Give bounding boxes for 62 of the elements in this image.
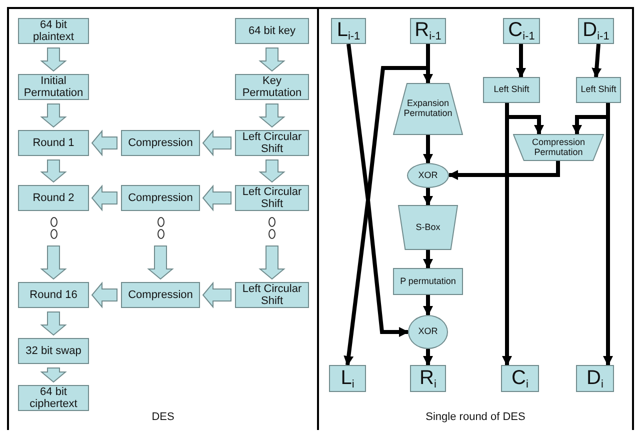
process-box: P permutation	[393, 268, 463, 295]
panel-caption: Single round of DES	[424, 410, 526, 424]
block-arrow	[40, 104, 67, 128]
process-box: Left Circular Shift	[235, 130, 309, 156]
variable-box: C$_{i-1}$	[503, 18, 540, 44]
block-arrow	[258, 246, 286, 280]
process-box: 64 bit plaintext	[18, 18, 89, 44]
block-arrow	[91, 130, 118, 156]
variable-box: R$_{i-1}$	[410, 18, 446, 44]
arrow	[423, 135, 433, 164]
arrow	[423, 295, 433, 316]
arrow	[423, 250, 433, 269]
arrow	[502, 103, 512, 366]
arrow	[423, 188, 433, 206]
trapezoid-block: Expansion Permutation	[393, 83, 463, 135]
process-box: Compression	[121, 282, 200, 308]
arrow	[592, 44, 602, 78]
block-arrow	[258, 104, 286, 128]
process-box: Left Shift	[576, 77, 621, 103]
block-arrow	[40, 48, 67, 72]
arrow	[603, 103, 613, 366]
panel-caption: DES	[150, 410, 176, 424]
xor-circle: XOR	[408, 315, 448, 349]
block-arrow	[258, 48, 286, 72]
arrow	[423, 349, 433, 366]
process-box: 64 bit ciphertext	[18, 385, 89, 411]
block-arrow	[147, 246, 174, 280]
variable-box: R$_{i}$	[410, 365, 446, 392]
trapezoid-block: Compression Permutation	[513, 134, 604, 161]
block-arrow	[40, 246, 67, 280]
process-box: Compression	[121, 130, 200, 156]
process-box: Round 1	[18, 130, 89, 156]
process-box: Initial Permutation	[18, 74, 89, 100]
block-arrow	[40, 160, 67, 183]
arrow	[366, 44, 430, 337]
process-box: Key Permutation	[235, 74, 309, 100]
block-arrow	[202, 282, 232, 308]
variable-box: C$_{i}$	[501, 365, 539, 392]
block-arrow	[40, 368, 67, 383]
block-arrow	[91, 184, 118, 212]
process-box: Round 2	[18, 185, 89, 211]
xor-circle: XOR	[407, 163, 449, 188]
variable-box: L$_{i}$	[329, 365, 366, 392]
arrow	[344, 44, 370, 366]
variable-box: D$_{i}$	[576, 365, 614, 392]
block-arrow	[202, 184, 232, 212]
process-box: 64 bit key	[235, 18, 309, 44]
variable-box: D$_{i-1}$	[578, 18, 614, 44]
block-arrow	[202, 130, 232, 156]
process-box: Round 16	[18, 282, 89, 308]
block-arrow	[40, 312, 67, 336]
process-box: Compression	[121, 185, 200, 211]
process-box: Left Circular Shift	[235, 282, 309, 308]
block-arrow	[91, 282, 118, 308]
arrow	[448, 161, 560, 180]
trapezoid-block: S-Box	[398, 205, 458, 250]
block-arrow	[258, 160, 286, 183]
variable-box: L$_{i-1}$	[331, 18, 366, 44]
process-box: Left Circular Shift	[235, 185, 309, 211]
process-box: Left Shift	[483, 77, 540, 103]
process-box: 32 bit swap	[18, 338, 89, 364]
arrow	[516, 44, 526, 78]
